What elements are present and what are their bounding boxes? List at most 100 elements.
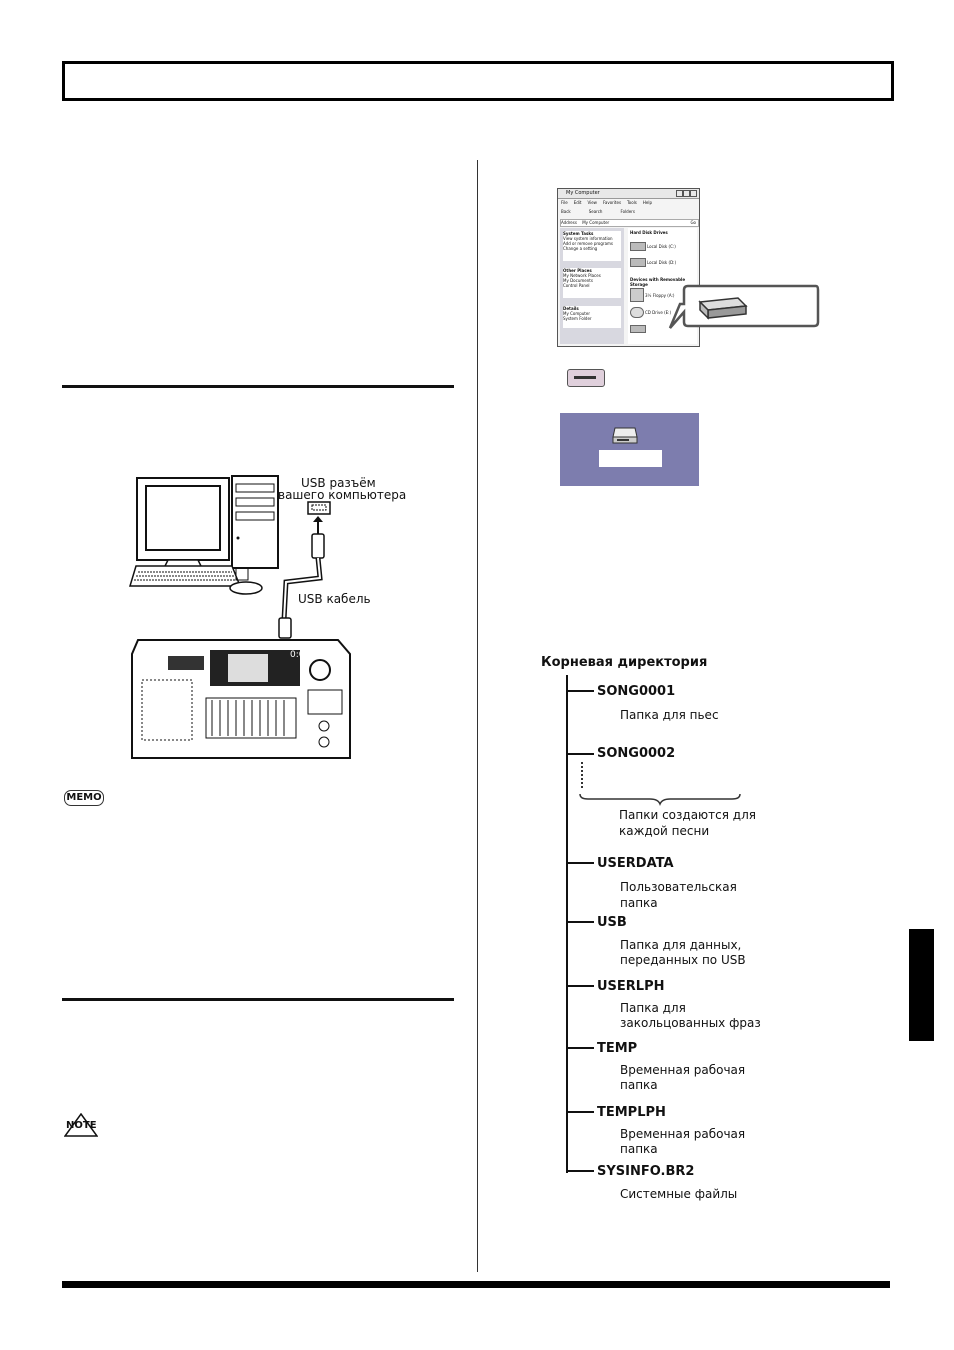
- folder-usb-desc2: переданных по USB: [620, 953, 746, 967]
- usb-port-icon: [307, 501, 331, 515]
- section-rule-2: [62, 998, 454, 1001]
- window-menubar: File Edit View Favorites Tools Help: [561, 200, 652, 205]
- back-button[interactable]: Back: [561, 209, 571, 214]
- tree-branch: [566, 862, 594, 864]
- go-button[interactable]: Go: [690, 220, 696, 225]
- details-sub: System Folder: [563, 316, 592, 321]
- desktop-drive-icon[interactable]: [612, 425, 638, 445]
- task-change-setting[interactable]: Change a setting: [563, 246, 598, 251]
- folder-userdata: USERDATA: [597, 856, 674, 871]
- folder-templph-desc1: Временная рабочая: [620, 1127, 746, 1141]
- folder-usb-desc1: Папка для данных,: [620, 938, 742, 952]
- desktop-drive-tile: [560, 413, 699, 486]
- details-name: My Computer: [563, 311, 590, 316]
- grouping-brace: [579, 793, 741, 806]
- note-icon: NOTE: [63, 1112, 99, 1137]
- close-icon[interactable]: [690, 190, 697, 197]
- window-titlebar: My Computer: [558, 189, 699, 199]
- drive-d-label[interactable]: Local Disk (D:): [647, 260, 677, 265]
- usb-port-label-2: вашего компьютера: [278, 488, 406, 502]
- usb-port-label: USB разъём: [301, 476, 376, 490]
- page-header-frame: [62, 61, 894, 101]
- folder-userlph-desc1: Папка для: [620, 1001, 686, 1015]
- brace-note-line2: каждой песни: [619, 824, 710, 838]
- tree-branch: [566, 985, 594, 987]
- place-documents[interactable]: My Documents: [563, 278, 593, 283]
- file-sysinfo-desc: Системные файлы: [620, 1187, 738, 1201]
- place-network[interactable]: My Network Places: [563, 273, 601, 278]
- folder-temp: TEMP: [597, 1041, 638, 1056]
- folder-userlph: USERLPH: [597, 979, 665, 994]
- device-display-readout: 0:00:00: [290, 650, 325, 660]
- window-title: My Computer: [566, 190, 600, 196]
- folder-song0001: SONG0001: [597, 684, 676, 699]
- removable-section-title: Devices with Removable Storage: [630, 277, 686, 287]
- desktop-drive-label-box[interactable]: [599, 450, 662, 467]
- keyboard: [128, 565, 249, 587]
- floppy-icon[interactable]: [630, 288, 644, 302]
- footer-rule: [62, 1281, 890, 1288]
- folder-templph: TEMPLPH: [597, 1105, 666, 1120]
- details-panel: Details My Computer System Folder: [563, 306, 621, 328]
- floppy-label[interactable]: 3½ Floppy (A:): [645, 293, 675, 298]
- usb-connection-diagram: [128, 475, 351, 759]
- folder-song0002: SONG0002: [597, 746, 676, 761]
- menu-file[interactable]: File: [561, 200, 568, 205]
- side-tab: [909, 929, 934, 1041]
- file-sysinfo: SYSINFO.BR2: [597, 1164, 695, 1179]
- hard-disk-icon[interactable]: [630, 258, 646, 267]
- system-tasks-title: System Tasks: [563, 231, 594, 236]
- menu-view[interactable]: View: [587, 200, 597, 205]
- removable-drive-icon: [567, 369, 605, 387]
- brace-note-line1: Папки создаются для: [619, 808, 756, 822]
- folders-button[interactable]: Folders: [620, 209, 635, 214]
- tree-branch: [566, 1047, 594, 1049]
- usb-plug-top: [311, 533, 325, 559]
- search-button[interactable]: Search: [588, 209, 603, 214]
- note-icon-label: NOTE: [66, 1120, 97, 1131]
- removable-disk-icon[interactable]: [630, 325, 646, 333]
- tree-branch: [566, 1170, 594, 1172]
- cd-drive-label[interactable]: CD Drive (E:): [645, 310, 672, 315]
- folder-userlph-desc2: закольцованных фраз: [620, 1016, 761, 1030]
- folder-temp-desc2: папка: [620, 1078, 658, 1092]
- hdd-section-title: Hard Disk Drives: [630, 230, 668, 235]
- recorder-device: [131, 639, 351, 759]
- window-toolbar: Back Search Folders: [561, 209, 635, 214]
- task-view-system-info[interactable]: View system information: [563, 236, 613, 241]
- removable-disk-callout: [668, 284, 820, 329]
- folder-usb: USB: [597, 915, 627, 930]
- menu-help[interactable]: Help: [642, 200, 653, 205]
- tree-trunk: [566, 675, 568, 1173]
- menu-tools[interactable]: Tools: [627, 200, 637, 205]
- system-tasks-panel: System Tasks View system information Add…: [563, 231, 621, 261]
- tree-branch: [566, 753, 594, 755]
- task-add-remove[interactable]: Add or remove programs: [563, 241, 613, 246]
- place-control-panel[interactable]: Control Panel: [563, 283, 590, 288]
- address-bar[interactable]: Address My Computer Go: [560, 219, 699, 227]
- folder-userdata-desc1: Пользовательская: [620, 880, 737, 894]
- menu-favorites[interactable]: Favorites: [602, 200, 622, 205]
- drive-c-label[interactable]: Local Disk (C:): [647, 244, 676, 249]
- cd-drive-icon[interactable]: [630, 307, 644, 318]
- folder-userdata-desc2: папка: [620, 896, 658, 910]
- tree-dotted-continuation: [581, 762, 583, 788]
- menu-edit[interactable]: Edit: [573, 200, 582, 205]
- usb-cable-label: USB кабель: [298, 592, 371, 606]
- folder-temp-desc1: Временная рабочая: [620, 1063, 746, 1077]
- folder-song0001-desc: Папка для пьес: [620, 708, 719, 722]
- task-pane: System Tasks View system information Add…: [560, 228, 624, 344]
- address-value: My Computer: [582, 220, 610, 225]
- address-label: Address: [561, 220, 577, 225]
- monitor: [136, 477, 230, 569]
- usb-port-label-line1: USB разъём: [301, 476, 376, 490]
- hard-disk-icon[interactable]: [630, 242, 646, 251]
- removable-disk-large-icon: [698, 297, 748, 320]
- usb-port-label-line2: вашего компьютера: [278, 488, 407, 502]
- minimize-icon[interactable]: [676, 190, 683, 197]
- folder-templph-desc2: папка: [620, 1142, 658, 1156]
- maximize-icon[interactable]: [683, 190, 690, 197]
- tree-branch: [566, 1111, 594, 1113]
- section-rule-1: [62, 385, 454, 388]
- memo-icon: MEMO: [64, 790, 104, 806]
